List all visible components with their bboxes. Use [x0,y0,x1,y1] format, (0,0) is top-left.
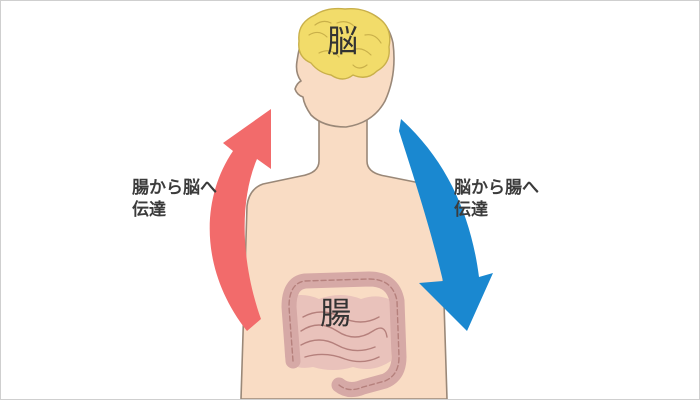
small-intestine-loops [300,311,388,363]
gut-to-brain-label: 腸から脳へ 伝達 [132,177,217,221]
left-arrow [209,109,271,331]
brain-to-gut-label-line2: 伝達 [454,200,488,220]
gut-to-brain-label-line2: 伝達 [132,200,166,220]
gut-label: 腸 [320,296,351,332]
brain-label: 脳 [327,24,358,60]
brain-shape [298,7,391,80]
gut-to-brain-label-line1: 腸から脳へ [132,178,217,198]
brain-to-gut-label-line1: 脳から腸へ [454,178,539,198]
large-intestine-outline [288,278,400,391]
right-arrow [399,119,493,331]
brain-folds [308,20,382,69]
brain-to-gut-label: 脳から腸へ 伝達 [454,177,539,221]
